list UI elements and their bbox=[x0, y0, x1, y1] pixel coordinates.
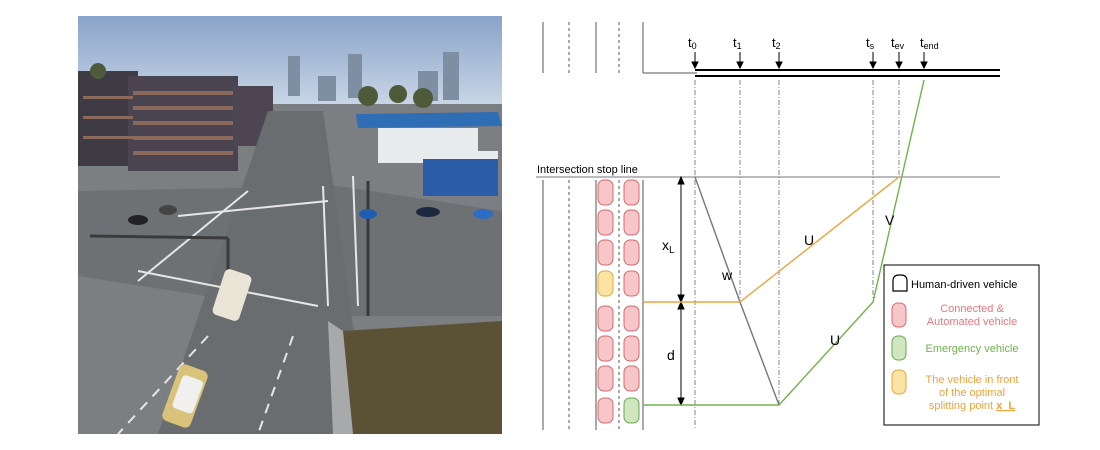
stop-line-label: Intersection stop line bbox=[537, 164, 638, 176]
lane-lines-bottom bbox=[542, 180, 644, 430]
grass-area bbox=[343, 321, 502, 434]
time-label-ts: ts bbox=[866, 35, 875, 51]
legend-item-human-driven: Human-driven vehicle bbox=[892, 274, 1017, 292]
cav-vehicle bbox=[623, 335, 640, 362]
vehicle-column-left bbox=[597, 179, 614, 424]
vehicles bbox=[128, 205, 493, 428]
time-axis bbox=[695, 69, 1000, 77]
splitting-point-vehicle bbox=[597, 270, 614, 297]
cav-vehicle bbox=[597, 365, 614, 392]
wave-label-v: V bbox=[885, 212, 895, 228]
gas-station bbox=[356, 112, 502, 196]
legend-label-human-driven: Human-driven vehicle bbox=[911, 279, 1017, 291]
wave-label-u-bottom: U bbox=[830, 332, 840, 348]
cav-vehicle bbox=[597, 239, 614, 266]
green-trajectory bbox=[643, 79, 925, 406]
dimension-d bbox=[677, 300, 685, 407]
trajectories bbox=[643, 79, 925, 406]
skyline bbox=[288, 52, 459, 101]
lane-markings bbox=[117, 175, 359, 434]
legend-item-cav: Connected & Automated vehicle bbox=[891, 302, 1018, 328]
cav-vehicle bbox=[597, 179, 614, 206]
legend-item-splitting-point: The vehicle in front of the optimal spli… bbox=[891, 369, 1019, 412]
cav-vehicle bbox=[597, 397, 614, 424]
wave-label-u-top: U bbox=[804, 232, 814, 248]
legend: Human-driven vehicle Connected & Automat… bbox=[883, 264, 1040, 426]
lane-lines-top bbox=[542, 22, 697, 74]
queued-vehicles bbox=[597, 179, 640, 424]
dimension-xL bbox=[677, 175, 685, 304]
cav-vehicle bbox=[597, 209, 614, 236]
cav-vehicle bbox=[623, 365, 640, 392]
wave-w-line bbox=[694, 176, 780, 406]
cav-vehicle bbox=[623, 239, 640, 266]
cav-vehicle bbox=[597, 305, 614, 332]
time-label-t1: t1 bbox=[733, 35, 742, 51]
cav-vehicle bbox=[623, 209, 640, 236]
vehicle-column-right bbox=[623, 179, 640, 424]
legend-item-emergency: Emergency vehicle bbox=[891, 335, 1019, 361]
time-guide-lines bbox=[694, 80, 900, 430]
d-label: d bbox=[667, 347, 675, 363]
legend-label-split-line3: splitting point x_L bbox=[929, 400, 1016, 412]
wave-label-w: w bbox=[721, 267, 733, 283]
road-vertical bbox=[158, 111, 368, 434]
legend-box bbox=[883, 264, 1040, 426]
time-ticks bbox=[691, 52, 928, 70]
time-label-t2: t2 bbox=[772, 35, 781, 51]
cav-vehicle bbox=[623, 270, 640, 297]
emergency-vehicle bbox=[623, 397, 640, 424]
time-label-tend: tend bbox=[920, 35, 939, 51]
cav-vehicle bbox=[623, 305, 640, 332]
orange-trajectory bbox=[643, 176, 900, 303]
wave-labels: w U V U bbox=[721, 212, 895, 348]
time-label-t0: t0 bbox=[688, 35, 697, 51]
time-space-diagram: t0 t1 t2 ts tev tend Intersection stop l… bbox=[536, 22, 1040, 430]
time-labels: t0 t1 t2 ts tev tend bbox=[688, 35, 939, 51]
intersection-simulation-image bbox=[78, 16, 502, 434]
cav-vehicle bbox=[623, 179, 640, 206]
legend-label-cav-line1: Connected & bbox=[940, 303, 1004, 315]
legend-label-split-line1: The vehicle in front bbox=[926, 374, 1019, 386]
trees bbox=[90, 63, 433, 108]
time-label-tev: tev bbox=[891, 35, 905, 51]
legend-label-split-line2: of the optimal bbox=[939, 387, 1005, 399]
legend-label-emergency: Emergency vehicle bbox=[926, 343, 1019, 355]
xL-label: xL bbox=[662, 237, 675, 256]
legend-label-cav-line2: Automated vehicle bbox=[927, 316, 1018, 328]
cav-vehicle bbox=[597, 335, 614, 362]
curb bbox=[328, 321, 353, 434]
